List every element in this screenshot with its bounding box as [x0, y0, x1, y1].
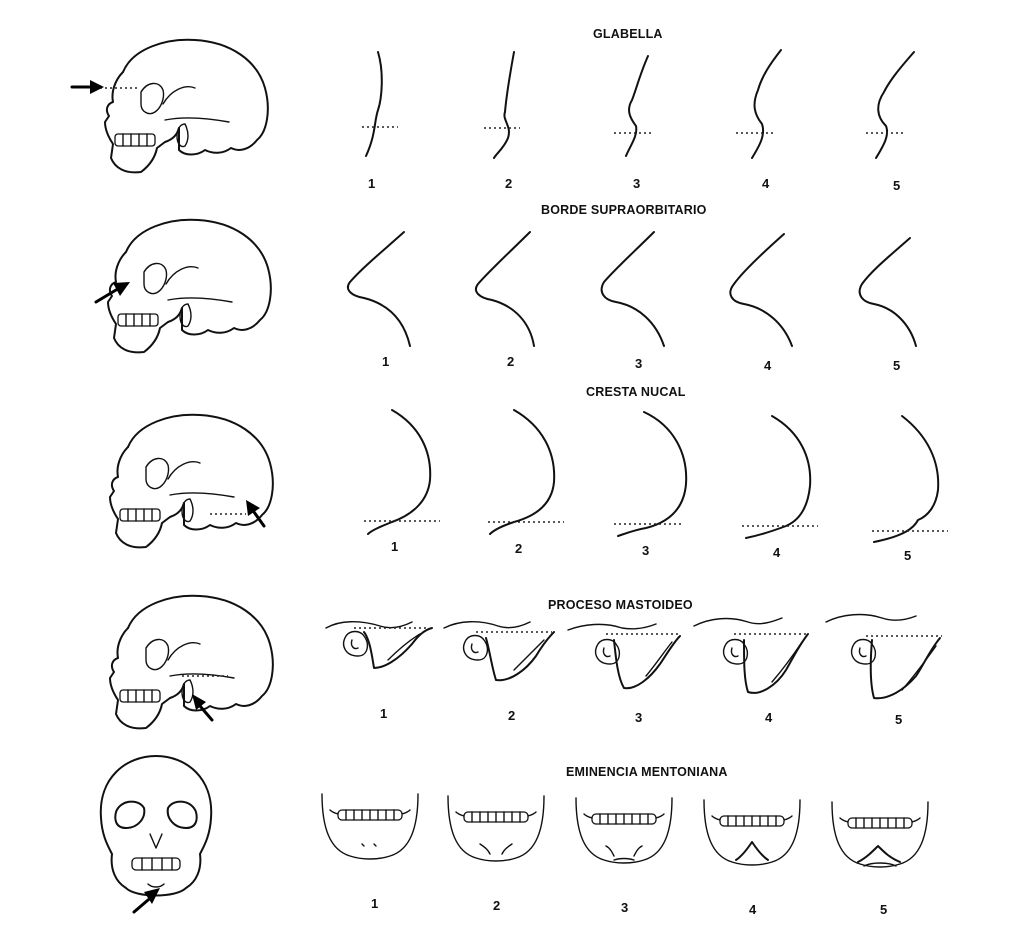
mental-variant-4: [704, 800, 800, 865]
section-title-glabella: GLABELLA: [593, 27, 663, 41]
skull-nuchal-reference: [110, 415, 273, 548]
nuchal-label-3: 3: [642, 543, 649, 558]
section-title-eminencia-mentoniana: EMINENCIA MENTONIANA: [566, 765, 728, 779]
glabella-label-4: 4: [762, 176, 770, 191]
skull-mastoid-reference: [110, 596, 273, 729]
mastoid-variant-2: [444, 622, 554, 680]
supraorbital-variant-5: [860, 238, 916, 346]
supraorbital-label-2: 2: [507, 354, 514, 369]
nuchal-label-4: 4: [773, 545, 781, 560]
glabella-variant-1: [362, 52, 398, 156]
skull-mental-reference: [101, 756, 211, 912]
supraorbital-variant-3: [602, 232, 664, 346]
glabella-variant-4: [736, 50, 781, 158]
mastoid-label-1: 1: [380, 706, 387, 721]
supraorbital-variant-2: [476, 232, 534, 346]
mental-variant-2: [448, 796, 544, 861]
mastoid-label-2: 2: [508, 708, 515, 723]
glabella-variant-5: [866, 52, 914, 158]
glabella-label-2: 2: [505, 176, 512, 191]
glabella-variant-3: [614, 56, 652, 156]
nuchal-label-5: 5: [904, 548, 911, 563]
nuchal-variant-5: [872, 416, 948, 542]
skull-supraorbital-reference: [96, 220, 271, 353]
mental-variant-1: [322, 794, 418, 859]
mental-label-3: 3: [621, 900, 628, 915]
mastoid-label-3: 3: [635, 710, 642, 725]
section-title-cresta-nucal: CRESTA NUCAL: [586, 385, 686, 399]
skull-glabella-reference: [72, 40, 268, 173]
mental-variant-5: [832, 802, 928, 867]
supraorbital-variant-4: [730, 234, 792, 346]
mastoid-variant-3: [568, 624, 680, 688]
mental-variant-3: [576, 798, 672, 863]
glabella-label-3: 3: [633, 176, 640, 191]
section-title-proceso-mastoideo: PROCESO MASTOIDEO: [548, 598, 693, 612]
nuchal-variant-4: [742, 416, 818, 538]
section-title-borde-supraorbitario: BORDE SUPRAORBITARIO: [541, 203, 707, 217]
supraorbital-label-1: 1: [382, 354, 389, 369]
nuchal-variant-2: [488, 410, 564, 534]
mastoid-variant-1: [326, 622, 432, 668]
glabella-variant-2: [484, 52, 520, 158]
nuchal-label-2: 2: [515, 541, 522, 556]
supraorbital-label-4: 4: [764, 358, 772, 373]
mastoid-variant-5: [826, 615, 942, 699]
mastoid-variant-4: [694, 618, 808, 693]
mental-label-2: 2: [493, 898, 500, 913]
nuchal-variant-1: [364, 410, 440, 534]
mastoid-label-4: 4: [765, 710, 773, 725]
glabella-label-5: 5: [893, 178, 900, 193]
mastoid-label-5: 5: [895, 712, 902, 727]
supraorbital-label-3: 3: [635, 356, 642, 371]
glabella-label-1: 1: [368, 176, 375, 191]
mental-label-1: 1: [371, 896, 378, 911]
supraorbital-variant-1: [348, 232, 410, 346]
mental-label-5: 5: [880, 902, 887, 917]
nuchal-label-1: 1: [391, 539, 398, 554]
mental-label-4: 4: [749, 902, 757, 917]
supraorbital-label-5: 5: [893, 358, 900, 373]
nuchal-variant-3: [614, 412, 686, 536]
